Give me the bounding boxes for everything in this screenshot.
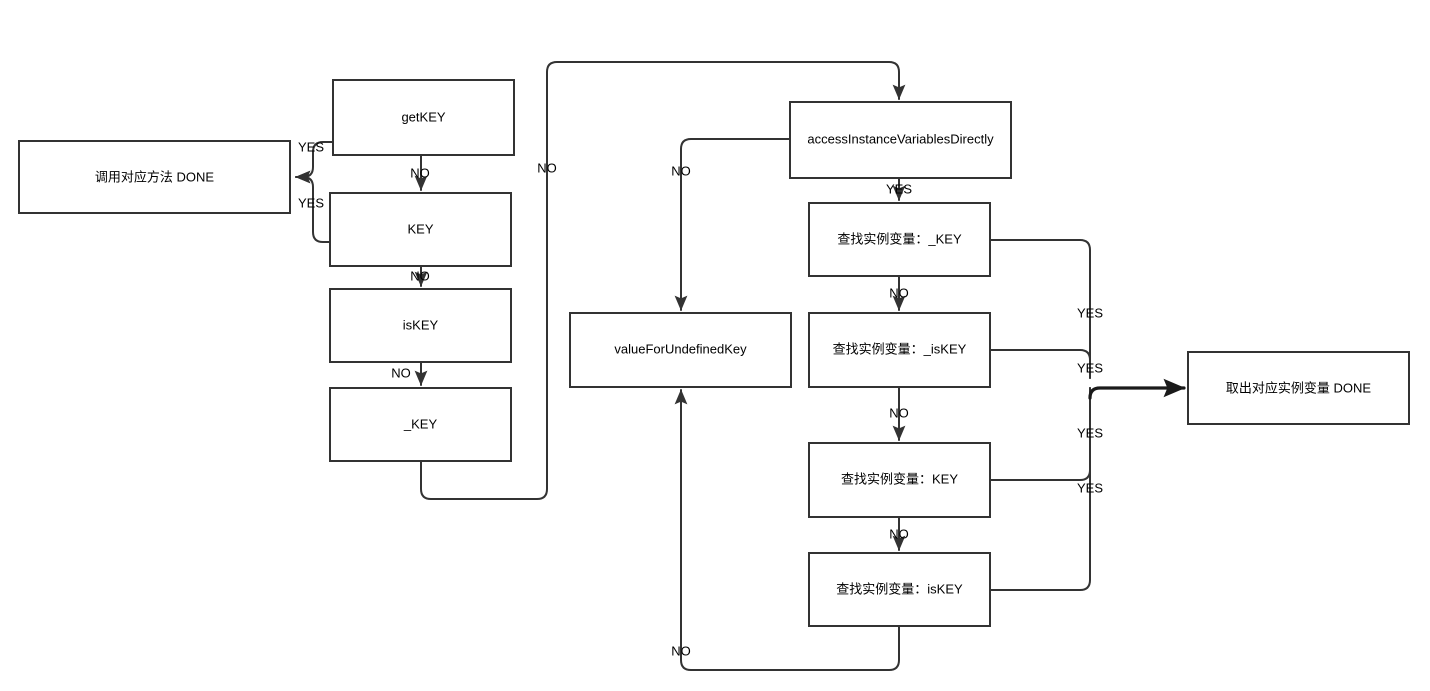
- node-label-find-ivar-key: 查找实例变量：KEY: [841, 471, 958, 486]
- node-access-instance-variables-directly[interactable]: accessInstanceVariablesDirectly: [789, 101, 1012, 179]
- edge-label-no-key-iskey: NO: [410, 268, 430, 283]
- edge-label-no-underscorekey-access: NO: [537, 160, 557, 175]
- edge-label-no-ivar-underscoreiskey: NO: [889, 405, 909, 420]
- node-find-ivar-is-key[interactable]: 查找实例变量：isKEY: [808, 552, 991, 627]
- node-underscore-key[interactable]: _KEY: [329, 387, 512, 462]
- edge-label-yes-ivar-underscorekey: YES: [1077, 305, 1103, 320]
- node-key[interactable]: KEY: [329, 192, 512, 267]
- edge-merge-bus-to-fetch-ivar-done: [1088, 378, 1186, 400]
- edge-find-underscorekey-to-done-yes: [989, 239, 1091, 379]
- node-is-key[interactable]: isKEY: [329, 288, 512, 363]
- node-label-underscore-key: _KEY: [403, 416, 438, 431]
- edge-label-yes-getkey-done: YES: [298, 139, 324, 154]
- edge-label-no-ivar-underscorekey: NO: [889, 285, 909, 300]
- edge-label-no-ivar-key: NO: [889, 526, 909, 541]
- edge-find-iskey-to-undefined-key-no: [674, 389, 900, 671]
- node-label-access-instance-variables-directly: accessInstanceVariablesDirectly: [807, 131, 994, 146]
- node-find-ivar-underscore-is-key[interactable]: 查找实例变量：_isKEY: [808, 312, 991, 388]
- node-label-get-key: getKEY: [401, 109, 445, 124]
- edge-find-key-to-done-yes: [989, 387, 1091, 481]
- edge-label-yes-key-done: YES: [298, 195, 324, 210]
- edge-underscorekey-to-access-ivars-no: [420, 61, 906, 500]
- edge-access-ivars-to-undefined-key-no: [674, 138, 791, 311]
- node-label-fetch-ivar-done: 取出对应实例变量 DONE: [1226, 380, 1372, 395]
- edge-label-no-getkey-key: NO: [410, 165, 430, 180]
- edge-key-to-call-method-yes: [295, 170, 331, 243]
- node-label-is-key: isKEY: [403, 317, 439, 332]
- node-label-call-method-done: 调用对应方法 DONE: [95, 169, 215, 184]
- edge-label-yes-access-findivar: YES: [886, 181, 912, 196]
- edge-label-yes-ivar-key: YES: [1077, 425, 1103, 440]
- node-label-value-for-undefined-key: valueForUndefinedKey: [614, 341, 747, 356]
- edge-label-no-access-undefined: NO: [671, 163, 691, 178]
- edge-label-no-ivar-iskey-loop: NO: [671, 643, 691, 658]
- edge-label-yes-ivar-underscoreiskey: YES: [1077, 360, 1103, 375]
- node-label-find-ivar-is-key: 查找实例变量：isKEY: [836, 581, 963, 596]
- node-label-find-ivar-underscore-is-key: 查找实例变量：_isKEY: [833, 341, 967, 356]
- edge-find-underscoreiskey-to-done-yes: [989, 349, 1091, 379]
- node-get-key[interactable]: getKEY: [332, 79, 515, 156]
- node-find-ivar-underscore-key[interactable]: 查找实例变量：_KEY: [808, 202, 991, 277]
- node-value-for-undefined-key[interactable]: valueForUndefinedKey: [569, 312, 792, 388]
- node-label-key: KEY: [407, 221, 433, 236]
- edge-find-iskey-to-done-yes: [989, 387, 1091, 591]
- edge-label-yes-ivar-iskey: YES: [1077, 480, 1103, 495]
- node-fetch-ivar-done[interactable]: 取出对应实例变量 DONE: [1187, 351, 1410, 425]
- edge-label-no-iskey-underscorekey: NO: [391, 365, 411, 380]
- node-call-method-done[interactable]: 调用对应方法 DONE: [18, 140, 291, 214]
- node-label-find-ivar-underscore-key: 查找实例变量：_KEY: [837, 231, 962, 246]
- node-find-ivar-key[interactable]: 查找实例变量：KEY: [808, 442, 991, 518]
